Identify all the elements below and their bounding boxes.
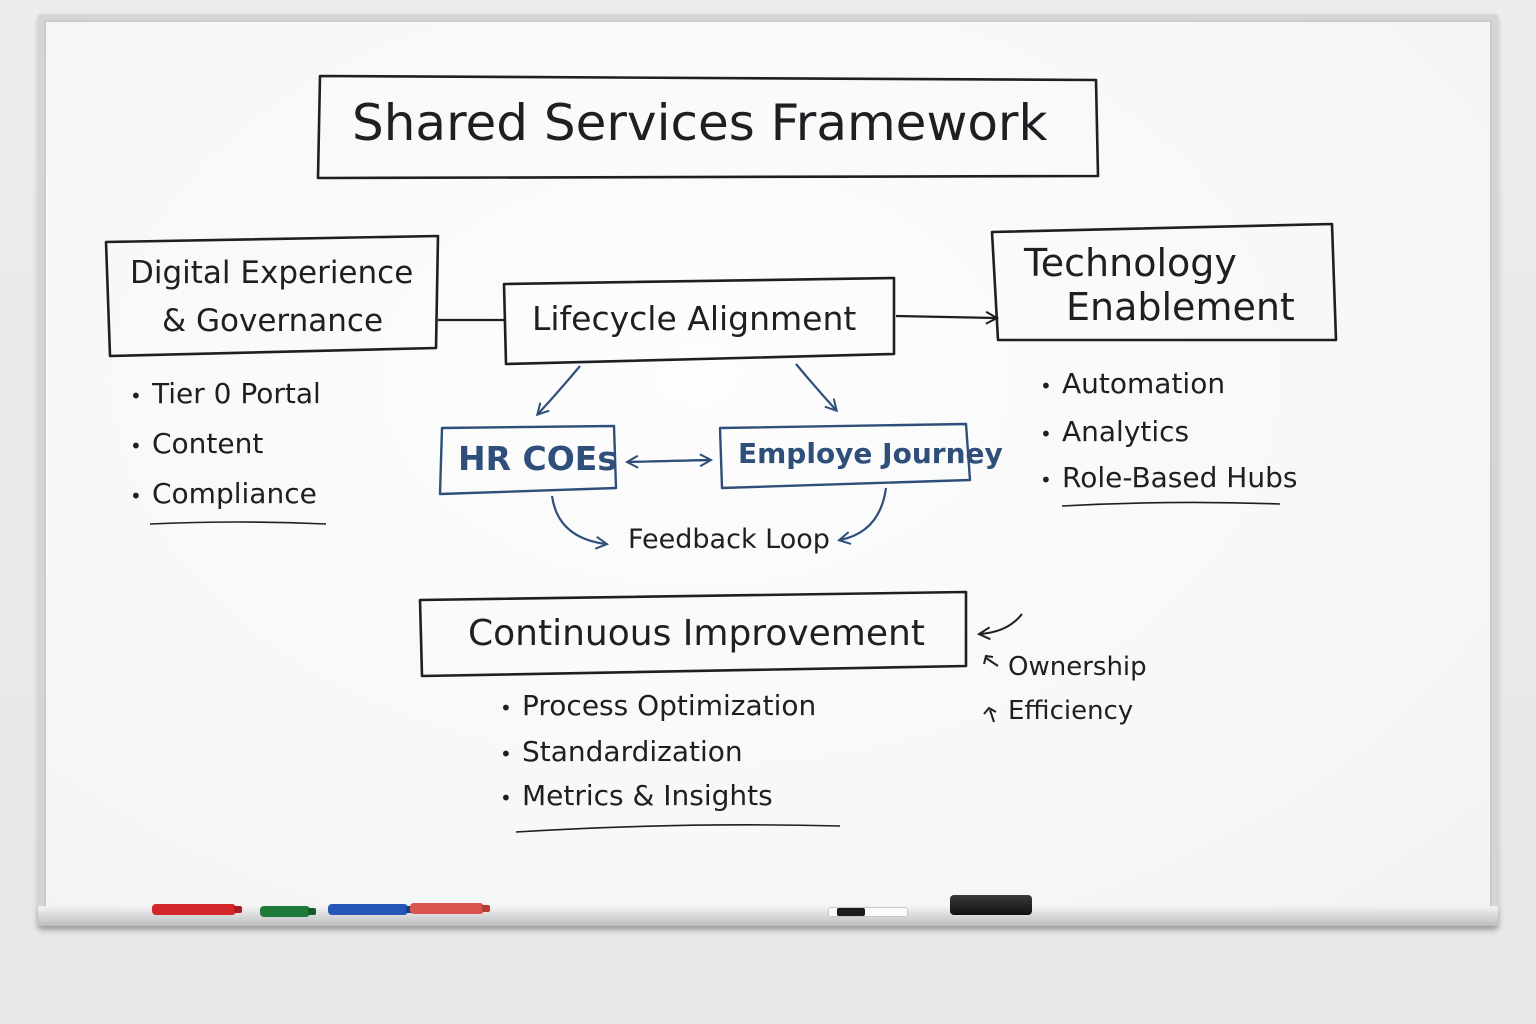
arrow-ownership: [985, 657, 999, 667]
continuous-box: [418, 590, 968, 678]
title-box: [316, 74, 1100, 180]
diagram-title: Shared Services Framework: [352, 94, 1048, 152]
list-item: Metrics & Insights: [500, 782, 773, 810]
whiteboard-eraser[interactable]: [950, 895, 1032, 915]
list-item: Role-Based Hubs: [1040, 464, 1297, 492]
technology-node-line1: Technology: [1024, 241, 1237, 285]
lifecycle-box: [502, 276, 896, 366]
list-item: Analytics: [1040, 418, 1189, 446]
continuous-node: Continuous Improvement: [468, 613, 925, 654]
lifecycle-node: Lifecycle Alignment: [532, 299, 857, 338]
red-marker-2[interactable]: [410, 903, 490, 914]
arrow-lifecycle-journey: [795, 363, 836, 410]
arrow-journey-feedback: [840, 487, 888, 540]
green-marker[interactable]: [260, 906, 316, 917]
arrow-side-continuous: [980, 613, 1023, 634]
feedback-loop-label: Feedback Loop: [628, 524, 830, 555]
arrow-efficiency: [989, 709, 995, 723]
efficiency-label: Efficiency: [1008, 696, 1134, 726]
black-pen[interactable]: [828, 907, 908, 917]
list-item: Standardization: [500, 738, 743, 766]
digital-node-line1: Digital Experience: [130, 255, 414, 291]
underline-digital-list: [149, 521, 327, 525]
technology-box: [990, 222, 1338, 342]
arrow-lifecycle-technology: [895, 316, 996, 318]
technology-node-line2: Enablement: [1066, 285, 1295, 329]
ownership-label: Ownership: [1008, 652, 1147, 682]
hr-coes-box: [438, 424, 618, 496]
employee-journey-box: [718, 422, 972, 490]
hr-coes-node: HR COEs: [458, 439, 617, 478]
employee-journey-node: Employe Journey: [738, 437, 1003, 470]
list-item: Automation: [1040, 370, 1225, 398]
digital-node-line2: & Governance: [162, 303, 384, 339]
list-item: Content: [130, 430, 263, 458]
digital-box: [104, 234, 440, 358]
arrow-lifecycle-hr: [538, 365, 581, 414]
marker-tray: [38, 906, 1498, 926]
list-item: Tier 0 Portal: [130, 380, 321, 408]
arrow-hr-feedback: [550, 495, 606, 544]
blue-marker[interactable]: [328, 904, 414, 915]
list-item: Compliance: [130, 480, 317, 508]
red-marker[interactable]: [152, 904, 242, 915]
list-item: Process Optimization: [500, 692, 816, 720]
underline-technology-list: [1061, 501, 1281, 507]
underline-continuous-list: [515, 824, 841, 833]
